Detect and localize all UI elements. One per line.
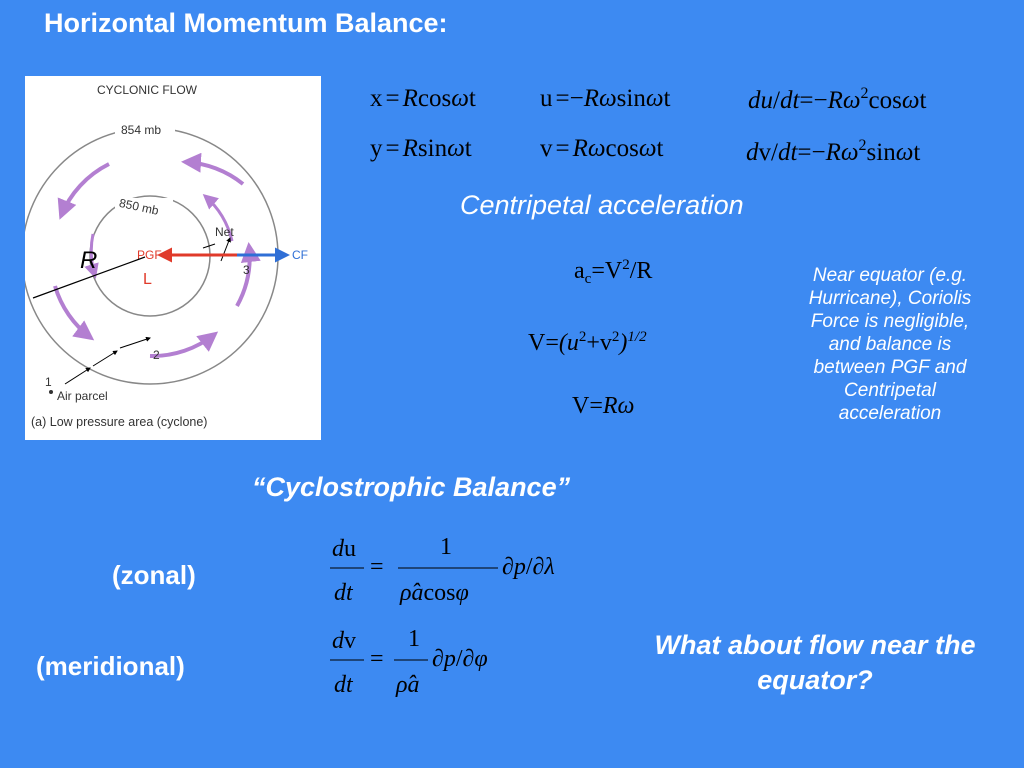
meridional-equation: dv dt = 1 ρ̂a ∂p/∂φ xyxy=(328,620,548,710)
radius-label: R xyxy=(80,247,97,274)
meridional-label: (meridional) xyxy=(36,651,185,681)
kinematic-equations: x=Rcosωt u=−Rωsinωt du/dt=−Rω2cosωt y=Rs… xyxy=(360,78,1020,178)
svg-text:u=−Rωsinωt: u=−Rωsinωt xyxy=(540,85,670,112)
svg-text:x=Rcosωt: x=Rcosωt xyxy=(370,85,476,112)
svg-text:∂p/∂φ: ∂p/∂φ xyxy=(432,646,488,672)
zonal-equation-math: du dt = 1 ρ̂acosφ ∂p/∂λ xyxy=(330,534,555,606)
air-parcel-label: Air parcel xyxy=(57,389,108,403)
svg-text:∂p/∂λ: ∂p/∂λ xyxy=(502,554,555,580)
svg-text:v=Rωcosωt: v=Rωcosωt xyxy=(540,135,664,162)
centripetal-label: Centripetal acceleration xyxy=(460,190,744,220)
radius-line xyxy=(32,256,146,299)
svg-text:dv/dt=−Rω2sinωt: dv/dt=−Rω2sinωt xyxy=(746,137,920,166)
figure-caption: (a) Low pressure area (cyclone) xyxy=(31,415,207,429)
svg-text:ac=V2/R: ac=V2/R xyxy=(574,257,652,287)
slide-title: Horizontal Momentum Balance: xyxy=(44,8,448,38)
flow-arrow xyxy=(181,152,245,186)
svg-text:1: 1 xyxy=(440,534,452,560)
point-2-label: 2 xyxy=(153,348,160,362)
svg-text:1: 1 xyxy=(408,626,420,652)
net-label: Net xyxy=(215,225,234,239)
cyclonic-flow-figure: CYCLONIC FLOW 854 mb 850 mb PGF L Net CF… xyxy=(21,76,321,440)
centripetal-equations: ac=V2/R V=(u2+v2)1/2 V=Rω xyxy=(520,250,780,430)
cyclostrophic-label: “Cyclostrophic Balance” xyxy=(252,472,571,502)
svg-text:=: = xyxy=(370,646,384,672)
flow-arrow xyxy=(149,331,219,359)
low-label: L xyxy=(143,271,152,288)
flow-arrow xyxy=(84,233,99,279)
svg-text:du/dt=−Rω2cosωt: du/dt=−Rω2cosωt xyxy=(748,85,927,114)
centripetal-equations-math: ac=V2/R V=(u2+v2)1/2 V=Rω xyxy=(528,257,652,419)
svg-text:y=Rsinωt: y=Rsinωt xyxy=(370,135,472,162)
flow-arrow xyxy=(53,285,95,341)
flow-arrow xyxy=(235,242,261,307)
point-1-label: 1 xyxy=(45,375,52,389)
cyclonic-flow-diagram: CYCLONIC FLOW 854 mb 850 mb PGF L Net CF… xyxy=(21,83,308,429)
svg-text:ρ̂acosφ: ρ̂acosφ xyxy=(399,580,469,606)
svg-text:dt: dt xyxy=(334,672,354,698)
meridional-equation-math: dv dt = 1 ρ̂a ∂p/∂φ xyxy=(330,626,488,698)
svg-text:ρ̂a: ρ̂a xyxy=(395,672,420,698)
flow-arrow xyxy=(202,194,234,242)
pgf-label: PGF xyxy=(137,248,162,262)
svg-text:V=Rω: V=Rω xyxy=(572,393,634,419)
svg-text:du: du xyxy=(332,536,356,562)
zonal-equation: du dt = 1 ρ̂acosφ ∂p/∂λ xyxy=(328,528,598,618)
equator-note: Near equator (e.g. Hurricane), Coriolis … xyxy=(808,265,972,424)
svg-text:V=(u2+v2)1/2: V=(u2+v2)1/2 xyxy=(528,329,647,356)
flow-arrow xyxy=(57,162,110,220)
zonal-label: (zonal) xyxy=(112,560,196,590)
svg-text:=: = xyxy=(370,554,384,580)
cf-label: CF xyxy=(292,248,308,262)
svg-text:dt: dt xyxy=(334,580,354,606)
kinematic-equations-math: x=Rcosωt u=−Rωsinωt du/dt=−Rω2cosωt y=Rs… xyxy=(370,85,927,166)
point-3-label: 3 xyxy=(243,263,250,277)
figure-title: CYCLONIC FLOW xyxy=(97,83,198,97)
svg-text:dv: dv xyxy=(332,628,356,654)
equator-question: What about flow near the equator? xyxy=(654,630,976,695)
outer-isobar-label: 854 mb xyxy=(121,123,161,137)
